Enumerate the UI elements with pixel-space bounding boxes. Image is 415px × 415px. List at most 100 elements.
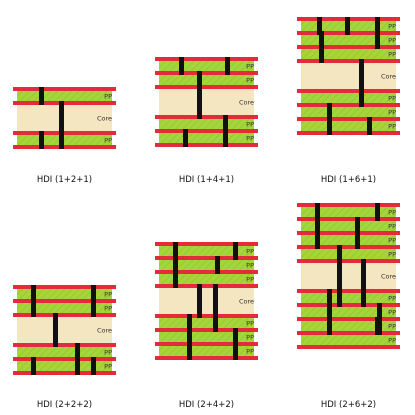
via: [215, 256, 220, 274]
via: [375, 203, 380, 221]
via: [39, 131, 44, 149]
prepreg-label: PP: [246, 134, 254, 142]
prepreg-hatch: [301, 221, 396, 231]
via: [361, 259, 366, 307]
via: [91, 357, 96, 375]
prepreg-label: PP: [246, 347, 254, 355]
prepreg-layer: [301, 207, 396, 217]
core-fill: [301, 63, 396, 89]
prepreg-hatch: [159, 260, 254, 270]
via: [375, 17, 380, 49]
stackup-caption: HDI (1+4+1): [179, 175, 234, 185]
prepreg-layer: [159, 260, 254, 270]
copper-layer: [297, 245, 400, 249]
prepreg-label: PP: [388, 308, 396, 316]
via: [233, 328, 238, 360]
core-fill: [17, 317, 112, 343]
copper-layer: [13, 357, 116, 361]
copper-layer: [297, 89, 400, 93]
prepreg-layer: [301, 307, 396, 317]
copper-layer: [155, 270, 258, 274]
copper-layer: [155, 314, 258, 318]
prepreg-layer: [301, 249, 396, 259]
prepreg-layer: [159, 346, 254, 356]
core-layer: [159, 288, 254, 314]
prepreg-label: PP: [246, 120, 254, 128]
prepreg-layer: [17, 361, 112, 371]
via: [367, 117, 372, 135]
copper-layer: [155, 242, 258, 246]
prepreg-hatch: [159, 61, 254, 71]
copper-layer: [297, 331, 400, 335]
prepreg-hatch: [301, 207, 396, 217]
via: [337, 245, 342, 307]
prepreg-layer: [17, 135, 112, 145]
stackup-caption: HDI (2+6+2): [321, 400, 376, 410]
prepreg-layer: [301, 93, 396, 103]
via: [225, 57, 230, 75]
stackup-caption: HDI (1+2+1): [37, 175, 92, 185]
prepreg-label: PP: [246, 62, 254, 70]
prepreg-layer: [301, 35, 396, 45]
prepreg-layer: [301, 321, 396, 331]
copper-layer: [155, 342, 258, 346]
via: [327, 103, 332, 135]
prepreg-hatch: [17, 347, 112, 357]
core-label: Core: [239, 297, 254, 305]
via: [91, 285, 96, 303]
prepreg-hatch: [301, 249, 396, 259]
copper-layer: [297, 131, 400, 135]
copper-layer: [297, 203, 400, 207]
copper-layer: [297, 317, 400, 321]
copper-layer: [297, 117, 400, 121]
prepreg-label: PP: [388, 108, 396, 116]
copper-layer: [13, 87, 116, 91]
prepreg-hatch: [301, 321, 396, 331]
prepreg-hatch: [159, 332, 254, 342]
stackup-caption: HDI (2+2+2): [37, 400, 92, 410]
copper-layer: [297, 345, 400, 349]
prepreg-label: PP: [104, 290, 112, 298]
prepreg-hatch: [17, 361, 112, 371]
core-fill: [159, 89, 254, 115]
prepreg-label: PP: [388, 50, 396, 58]
prepreg-hatch: [17, 303, 112, 313]
prepreg-hatch: [301, 235, 396, 245]
prepreg-layer: [159, 133, 254, 143]
prepreg-label: PP: [388, 236, 396, 244]
via: [315, 203, 320, 249]
via: [179, 57, 184, 75]
core-label: Core: [97, 326, 112, 334]
via: [53, 313, 58, 347]
via: [91, 299, 96, 317]
prepreg-label: PP: [388, 208, 396, 216]
prepreg-hatch: [159, 133, 254, 143]
via: [359, 59, 364, 107]
core-layer: [159, 89, 254, 115]
copper-layer: [13, 285, 116, 289]
prepreg-hatch: [301, 293, 396, 303]
copper-layer: [13, 101, 116, 105]
copper-layer: [155, 256, 258, 260]
core-layer: [301, 63, 396, 89]
via: [31, 285, 36, 317]
prepreg-hatch: [159, 346, 254, 356]
prepreg-hatch: [301, 35, 396, 45]
copper-layer: [155, 71, 258, 75]
copper-layer: [13, 371, 116, 375]
via: [183, 129, 188, 147]
prepreg-layer: [301, 107, 396, 117]
core-layer: [17, 105, 112, 131]
stackup-caption: HDI (2+4+2): [179, 400, 234, 410]
prepreg-label: PP: [246, 333, 254, 341]
copper-layer: [297, 259, 400, 263]
copper-layer: [155, 328, 258, 332]
prepreg-label: PP: [246, 319, 254, 327]
prepreg-hatch: [301, 93, 396, 103]
prepreg-layer: [301, 235, 396, 245]
